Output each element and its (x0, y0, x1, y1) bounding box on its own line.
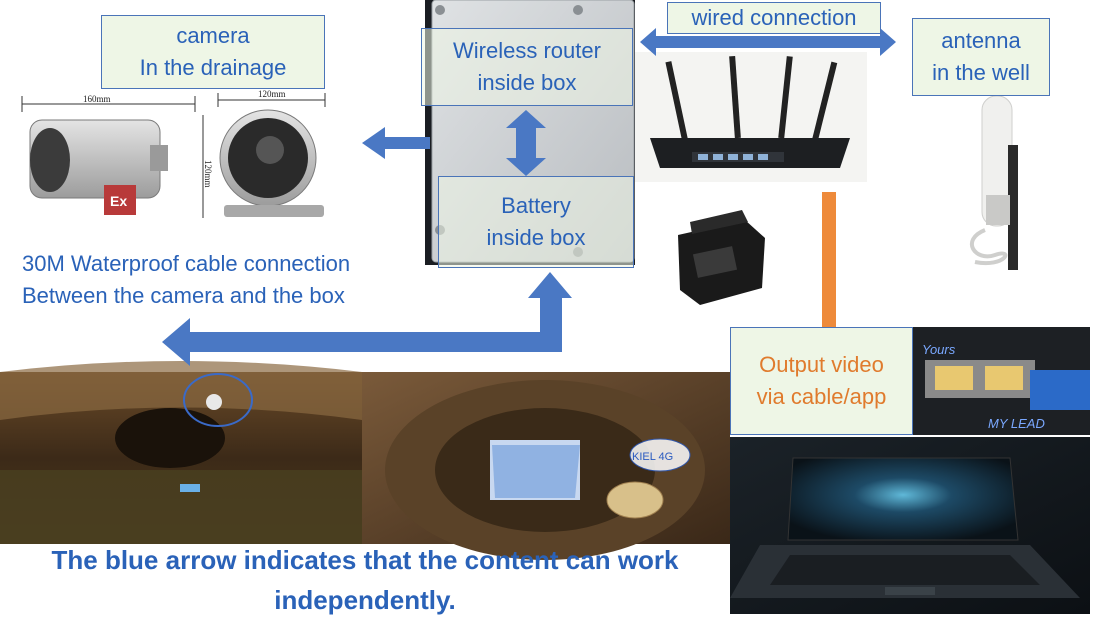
dim-side-width: 160mm (83, 94, 111, 104)
drain-photo (0, 361, 362, 544)
caption-line-1: The blue arrow indicates that the conten… (51, 545, 679, 575)
camera-side-image: 160mm Ex (21, 94, 196, 215)
label-output-line-1: Output video (759, 352, 884, 377)
label-antenna-line-1: antenna (941, 28, 1021, 53)
battery-image (678, 210, 765, 305)
label-camera: camera In the drainage (101, 15, 325, 89)
label-wired-text: wired connection (691, 5, 857, 30)
label-battery-line-2: inside box (486, 225, 586, 250)
laptop-photo (730, 437, 1090, 614)
well-photo: KIEL 4G (362, 372, 730, 560)
arrow-router-to-antenna (640, 28, 896, 56)
label-antenna: antenna in the well (912, 18, 1050, 96)
label-cable-line-2: Between the camera and the box (22, 283, 345, 308)
photo-note-yours: Yours (922, 342, 956, 357)
label-camera-line-1: camera (176, 23, 250, 48)
photo-tag-kiel: KIEL 4G (632, 451, 673, 463)
label-cable-line-1: 30M Waterproof cable connection (22, 251, 351, 276)
camera-front-image: 120mm 120mm (202, 89, 326, 218)
label-router-line-1: Wireless router (453, 38, 601, 63)
dim-front-width: 120mm (258, 89, 286, 99)
label-router: Wireless router inside box (421, 28, 633, 106)
dim-front-height: 120mm (203, 160, 213, 188)
caption-line-2: independently. (274, 585, 456, 615)
label-battery: Battery inside box (438, 176, 634, 268)
label-battery-line-1: Battery (501, 193, 571, 218)
router-image (635, 52, 867, 182)
arrow-box-to-camera (362, 127, 430, 159)
ex-mark: Ex (110, 193, 127, 209)
label-camera-line-2: In the drainage (139, 55, 287, 80)
antenna-image (970, 95, 1018, 270)
label-router-line-2: inside box (477, 70, 577, 95)
arrow-router-battery (506, 110, 546, 176)
caption: The blue arrow indicates that the conten… (0, 540, 730, 620)
label-output-line-2: via cable/app (756, 384, 887, 409)
ethernet-photo: Yours MY LEAD (913, 327, 1090, 435)
photo-note-my-lead: MY LEAD (988, 416, 1045, 431)
label-antenna-line-2: in the well (932, 60, 1030, 85)
arrow-box-to-drain (162, 272, 572, 366)
label-wired-connection: wired connection (667, 2, 881, 34)
label-output-video: Output video via cable/app (730, 327, 913, 435)
label-cable-connection: 30M Waterproof cable connection Between … (22, 248, 422, 312)
